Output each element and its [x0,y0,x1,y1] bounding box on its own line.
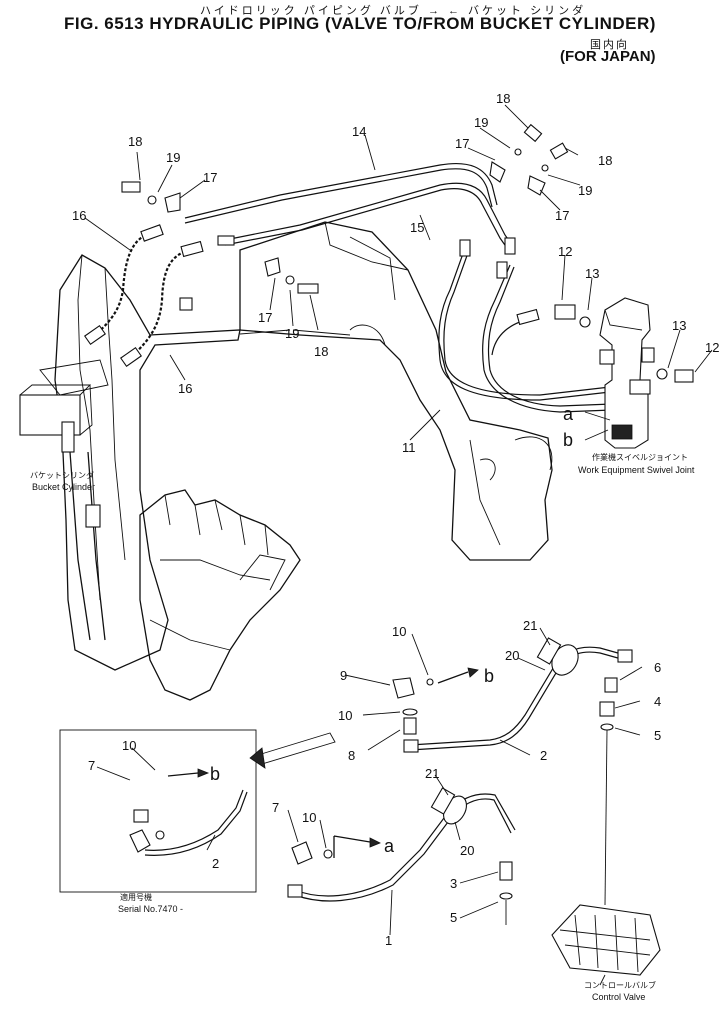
callout-19: 19 [474,115,488,130]
callout-18: 18 [496,91,510,106]
direction-arrows [167,667,479,858]
control-valve-caption: Control Valve [592,992,645,1002]
bucket [139,489,301,701]
clamps-and-bolts [121,123,569,311]
work-equipment-swivel-joint [554,297,694,449]
serial-caption-jp: 適用号機 [120,892,152,902]
fittings-upper [83,224,540,368]
callout-13: 13 [585,266,599,281]
callout-11: 11 [402,440,416,455]
callout-12: 12 [558,244,572,259]
pipe-14 [184,162,498,224]
hose-11-left [438,247,611,401]
hose-to-swivel [491,317,536,356]
callout-15: 15 [410,220,424,235]
pipe-1-lower [287,787,516,902]
swivel-joint-caption: Work Equipment Swivel Joint [578,465,695,475]
boom-structure [239,221,553,561]
hose-16-lower [129,248,191,359]
callout-17: 17 [455,136,469,151]
callout-21: 21 [425,766,439,781]
swivel-joint-caption-jp: 作業機スイベルジョイント [592,452,688,462]
pipe-2-upper [409,637,633,751]
callout-18: 18 [128,134,142,149]
callout-14: 14 [352,124,366,139]
leader-lines [84,104,713,986]
serial-inset-box [59,729,257,893]
market-label-japanese: 国内向 [590,39,629,51]
figure-subtitle-japanese: ハイドロリック パイピング バルブ → ← バケット シリンダ [200,5,587,17]
port-label-b: b [484,666,494,686]
callout-16: 16 [72,208,86,223]
serial-caption: Serial No.7470 - [118,904,183,914]
callout-5: 5 [450,910,457,925]
control-valve [551,904,661,976]
callout-20: 20 [505,648,519,663]
bucket-cylinder-caption-jp: バケットシリンダ [30,470,94,480]
callout-10: 10 [338,708,352,723]
callout-20: 20 [460,843,474,858]
callout-18: 18 [598,153,612,168]
bucket-cylinder [19,384,106,641]
callout-3: 3 [450,876,457,891]
port-label-a: a [384,836,395,856]
callout-8: 8 [348,748,355,763]
bucket-cylinder-caption: Bucket Cylinder [32,482,95,492]
control-valve-caption-jp: コントロールバルブ [584,980,656,990]
callout-10: 10 [392,624,406,639]
callout-10: 10 [122,738,136,753]
callout-19: 19 [166,150,180,165]
callout-7: 7 [88,758,95,773]
market-label: (FOR JAPAN) [560,48,656,65]
arm-structure [39,254,241,671]
callout-10: 10 [302,810,316,825]
callout-17: 17 [555,208,569,223]
callout-16: 16 [178,381,192,396]
callout-18: 18 [314,344,328,359]
callout-7: 7 [272,800,279,815]
port-label-b: b [210,764,220,784]
callout-19: 19 [578,183,592,198]
callout-4: 4 [654,694,661,709]
callout-2: 2 [540,748,547,763]
pipe-15 [224,182,513,249]
callout-5: 5 [654,728,661,743]
hose-16-upper [94,231,151,336]
hose-11-right [482,264,613,413]
callout-1: 1 [385,933,392,948]
callout-2: 2 [212,856,219,871]
callout-9: 9 [340,668,347,683]
callout-21: 21 [523,618,537,633]
port-label-b: b [563,430,573,450]
callout-17: 17 [203,170,217,185]
callout-12: 12 [705,340,719,355]
vertical-lines [505,729,608,925]
callout-13: 13 [672,318,686,333]
port-label-a: a [563,404,574,424]
callout-6: 6 [654,660,661,675]
callout-19: 19 [285,326,299,341]
figure-title: FIG. 6513 HYDRAULIC PIPING (VALVE TO/FRO… [64,14,656,33]
callout-17: 17 [258,310,272,325]
